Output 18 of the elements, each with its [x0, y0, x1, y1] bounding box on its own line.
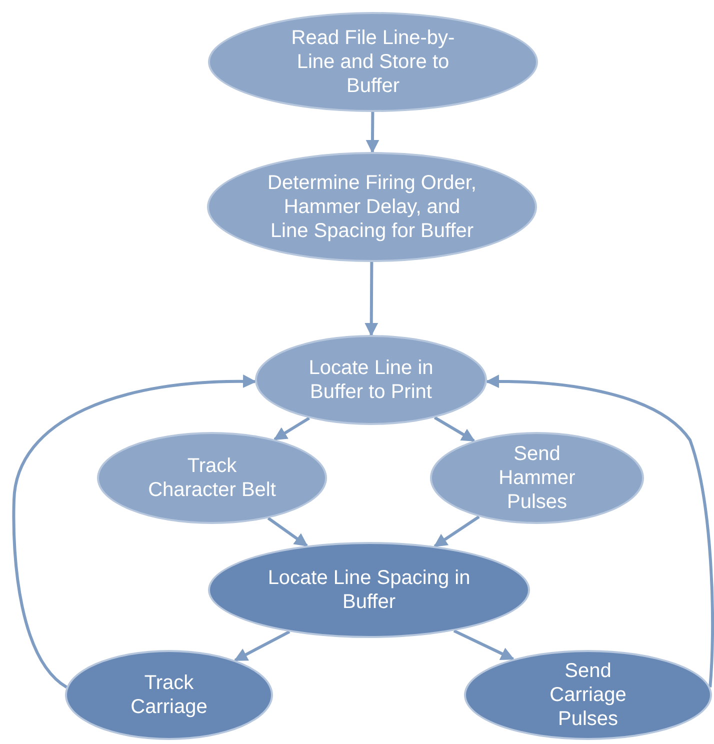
arrow	[486, 374, 714, 688]
arrow	[434, 515, 480, 548]
arrow	[267, 516, 308, 547]
arrow	[273, 416, 310, 441]
arrow	[234, 630, 290, 662]
arrow	[12, 374, 256, 688]
arrow	[364, 262, 378, 336]
node-label: Determine Firing Order, Hammer Delay, and Line Spacing for Buffer	[267, 171, 477, 243]
arrow	[453, 629, 514, 660]
node-label: Read File Line-by-Line and Store to Buffer	[290, 26, 456, 98]
node-label: Send Carriage Pulses	[548, 659, 628, 731]
node-label: Locate Line in Buffer to Print	[308, 356, 434, 404]
arrow	[434, 416, 476, 442]
node-label: Locate Line Spacing in Buffer	[266, 566, 472, 614]
node-label: Track Character Belt	[147, 454, 277, 502]
arrow	[366, 112, 380, 154]
node-label: Track Carriage	[130, 671, 208, 719]
node-label: Send Hammer Pulses	[498, 442, 576, 514]
